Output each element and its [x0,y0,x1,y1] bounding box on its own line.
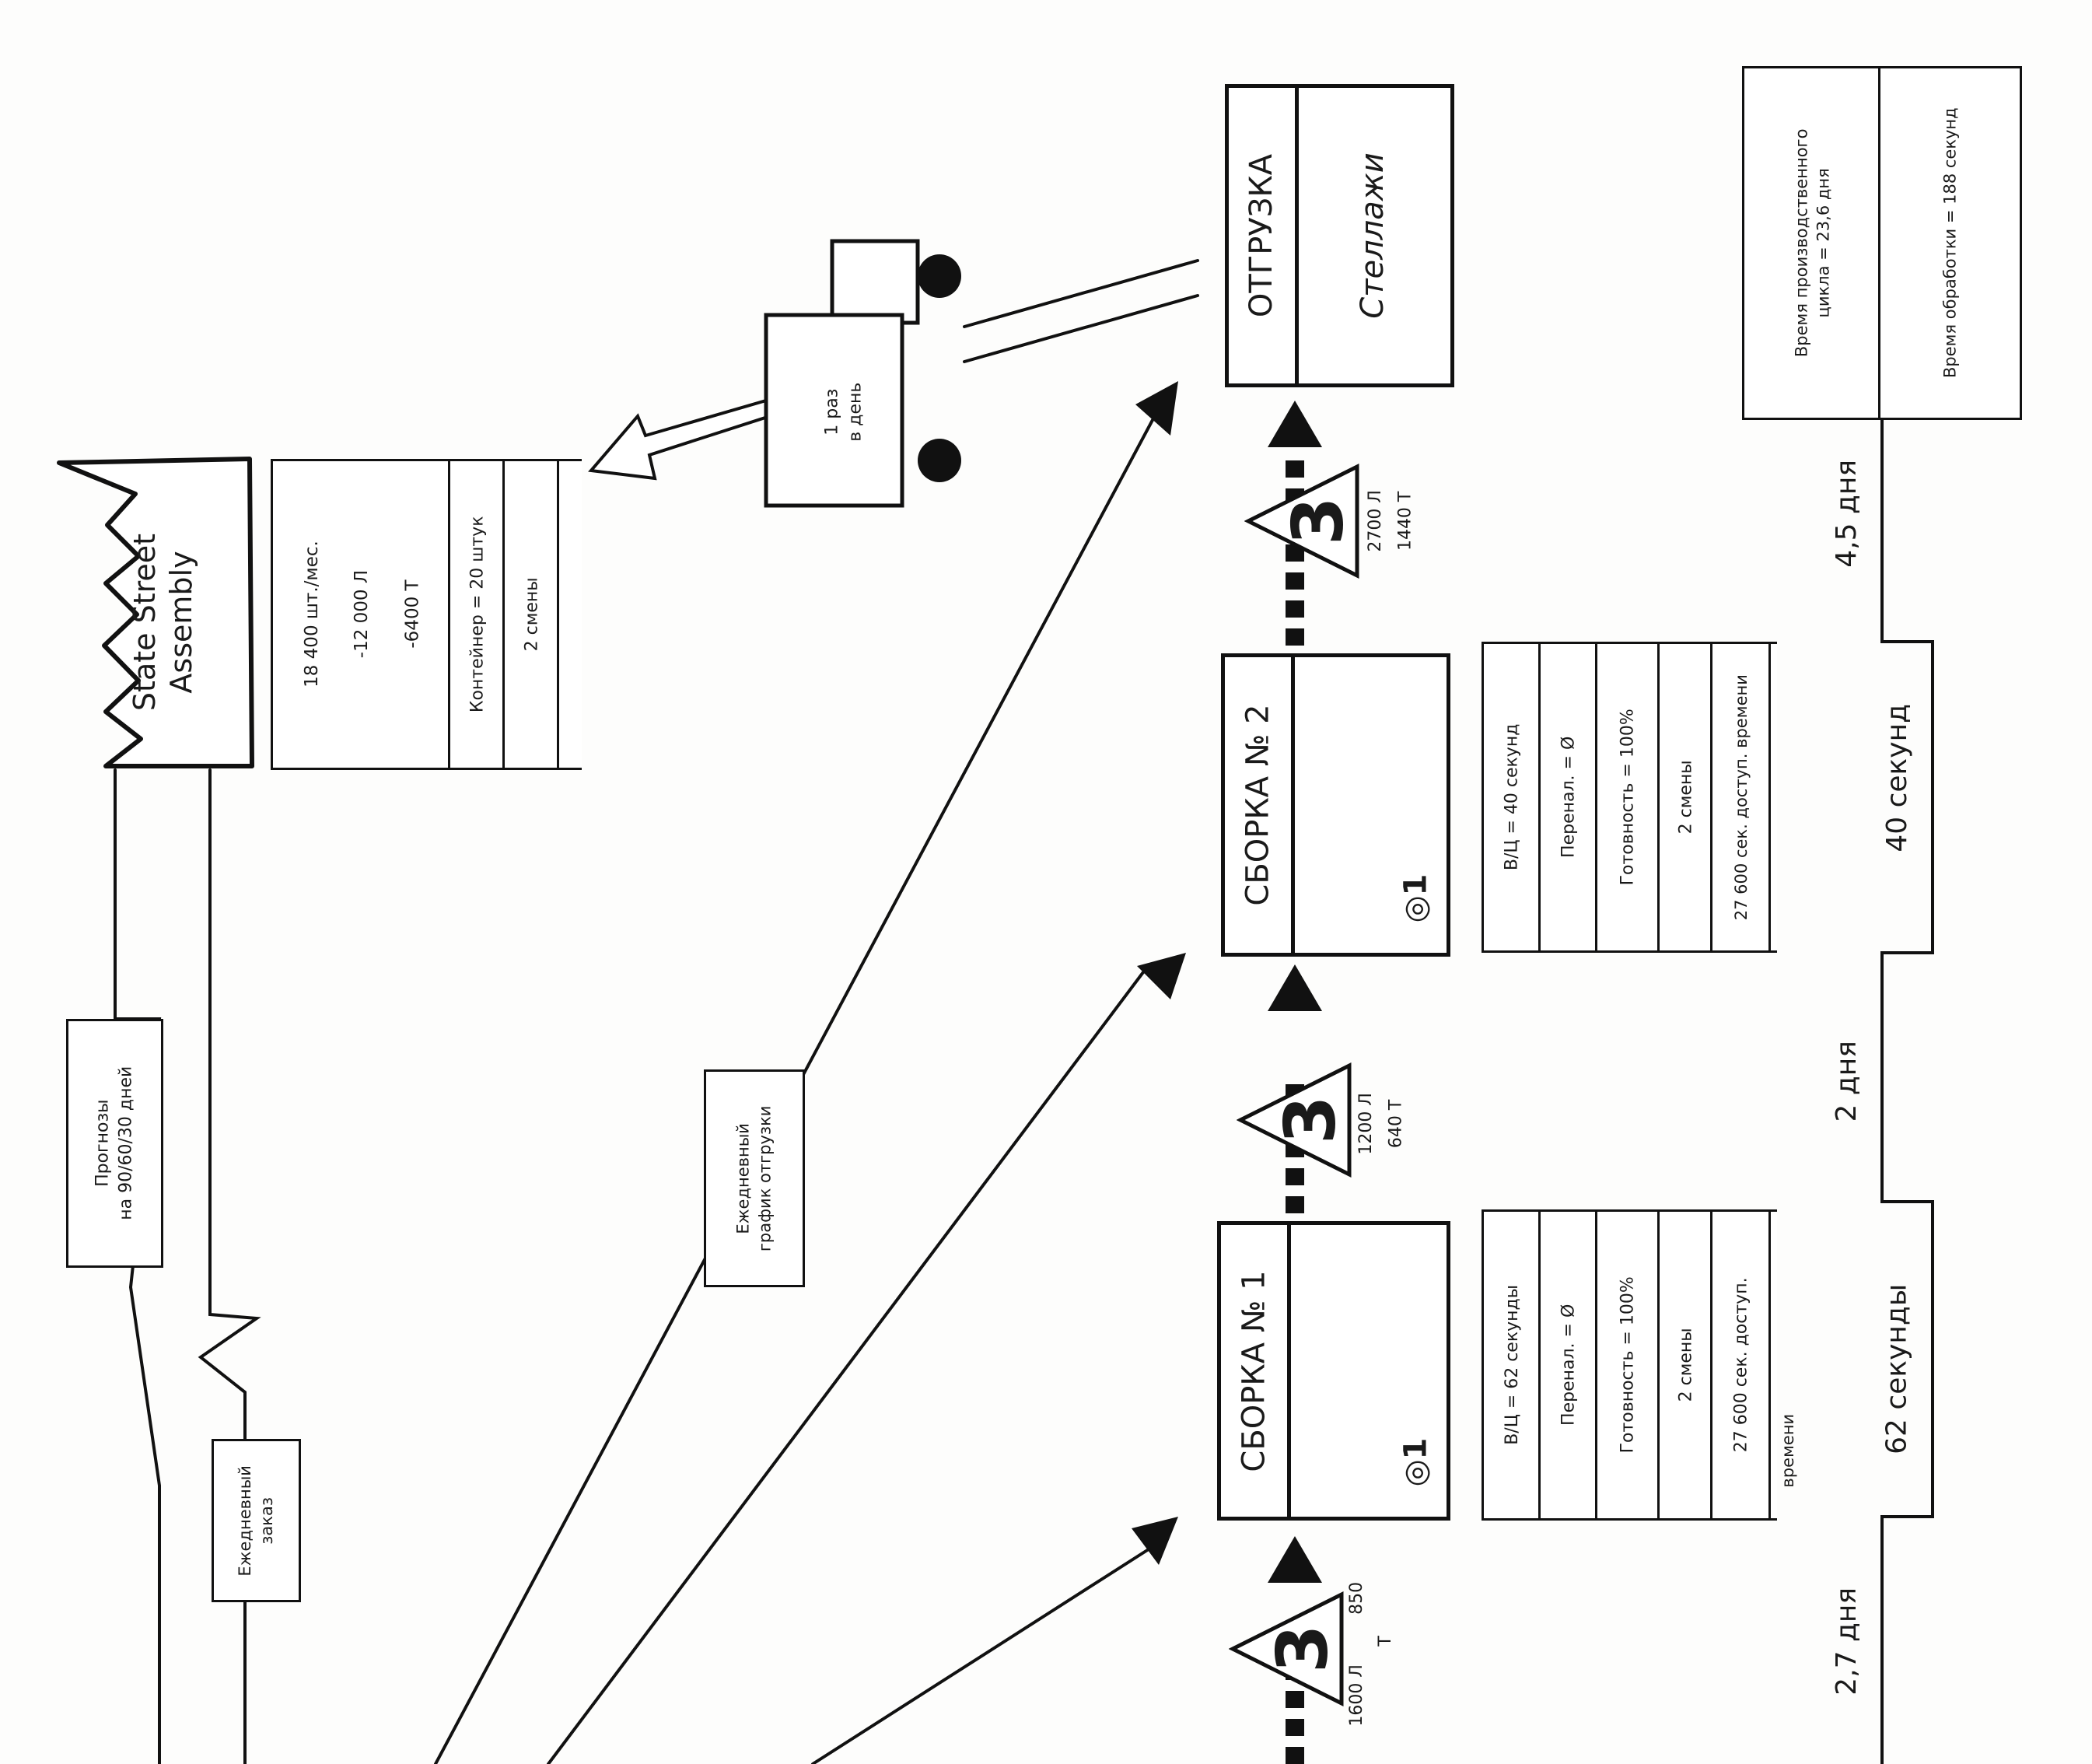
shipping-title: ОТГРУЗКА [1244,153,1280,318]
shipment-arrow [588,398,772,481]
timeline-wait-3: 4,5 дня [1830,459,1863,568]
shipping-subtitle: Стеллажи [1355,152,1391,319]
truck-icon [764,239,961,508]
operator-icon: ◎1 [1398,1437,1433,1487]
customer-data-box: 18 400 шт./мес. -12 000 Л -6400 Т Контей… [271,459,582,770]
assembly2-schedule-arrow-line [547,971,1145,1764]
customer-name: State Street Assembly [127,533,199,712]
assembly2-process-box: СБОРКА № 2 ◎1 [1221,653,1450,957]
assembly2-data-box: В/Ц = 40 секунд Перенал. = Ø Готовность … [1482,642,1777,953]
timeline-process-1: 62 секунды [1880,1283,1913,1454]
timeline-ladder [1880,415,1934,1764]
customer-factory-icon [57,457,254,768]
operator-icon: ◎1 [1398,873,1433,923]
assembly1-data-box: В/Ц = 62 секунды Перенал. = Ø Готовность… [1482,1209,1797,1521]
timeline-wait-1: 2,7 дня [1830,1587,1863,1696]
shipping-process-box: ОТГРУЗКА Стеллажи [1225,84,1454,387]
assembly1-process-box: СБОРКА № 1 ◎1 [1217,1221,1450,1521]
inventory-triangle-icon [1237,1062,1352,1178]
assembly1-title: СБОРКА № 1 [1236,1269,1272,1472]
daily-order-line [198,768,261,1764]
timeline-wait-2: 2 дня [1830,1040,1863,1122]
inventory-triangle-icon [1244,463,1359,579]
assembly2-title: СБОРКА № 2 [1240,704,1276,906]
timeline-process-2: 40 секунд [1880,703,1913,852]
assembly1-schedule-arrow-line [811,1546,1153,1764]
inventory-triangle-icon [1229,1591,1344,1707]
